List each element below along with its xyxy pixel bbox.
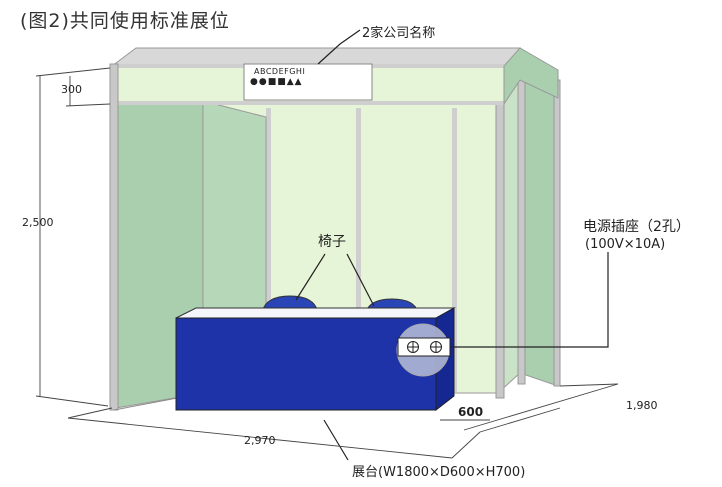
outlet-spec-label: (100V×10A) xyxy=(585,237,666,252)
right-side-wall xyxy=(495,67,561,399)
page-title: (图2)共同使用标准展位 xyxy=(20,10,230,32)
company-sign-board xyxy=(243,63,373,101)
chairs-label: 椅子 xyxy=(318,234,346,250)
leader-lines xyxy=(295,29,609,461)
wall-height-dimension: 2,500 xyxy=(22,216,54,229)
counter-label: 展台(W1800×D600×H700) xyxy=(352,465,526,480)
fascia xyxy=(110,47,559,106)
dimension-lines xyxy=(35,67,619,459)
outlet-label: 电源插座（2孔） xyxy=(583,219,690,235)
counter-depth-dimension: 600 xyxy=(456,405,486,419)
width-dimension: 2,970 xyxy=(244,434,276,447)
outlet xyxy=(396,323,451,377)
sign-shapes: ●●■■▲▲ xyxy=(250,77,303,87)
front-left-post xyxy=(109,63,119,411)
sign-text: ABCDEFGHI xyxy=(254,67,306,76)
depth-dimension: 1,980 xyxy=(626,399,658,412)
fascia-height-dimension: 300 xyxy=(61,83,82,96)
company-sign-label: 2家公司名称 xyxy=(362,26,436,41)
